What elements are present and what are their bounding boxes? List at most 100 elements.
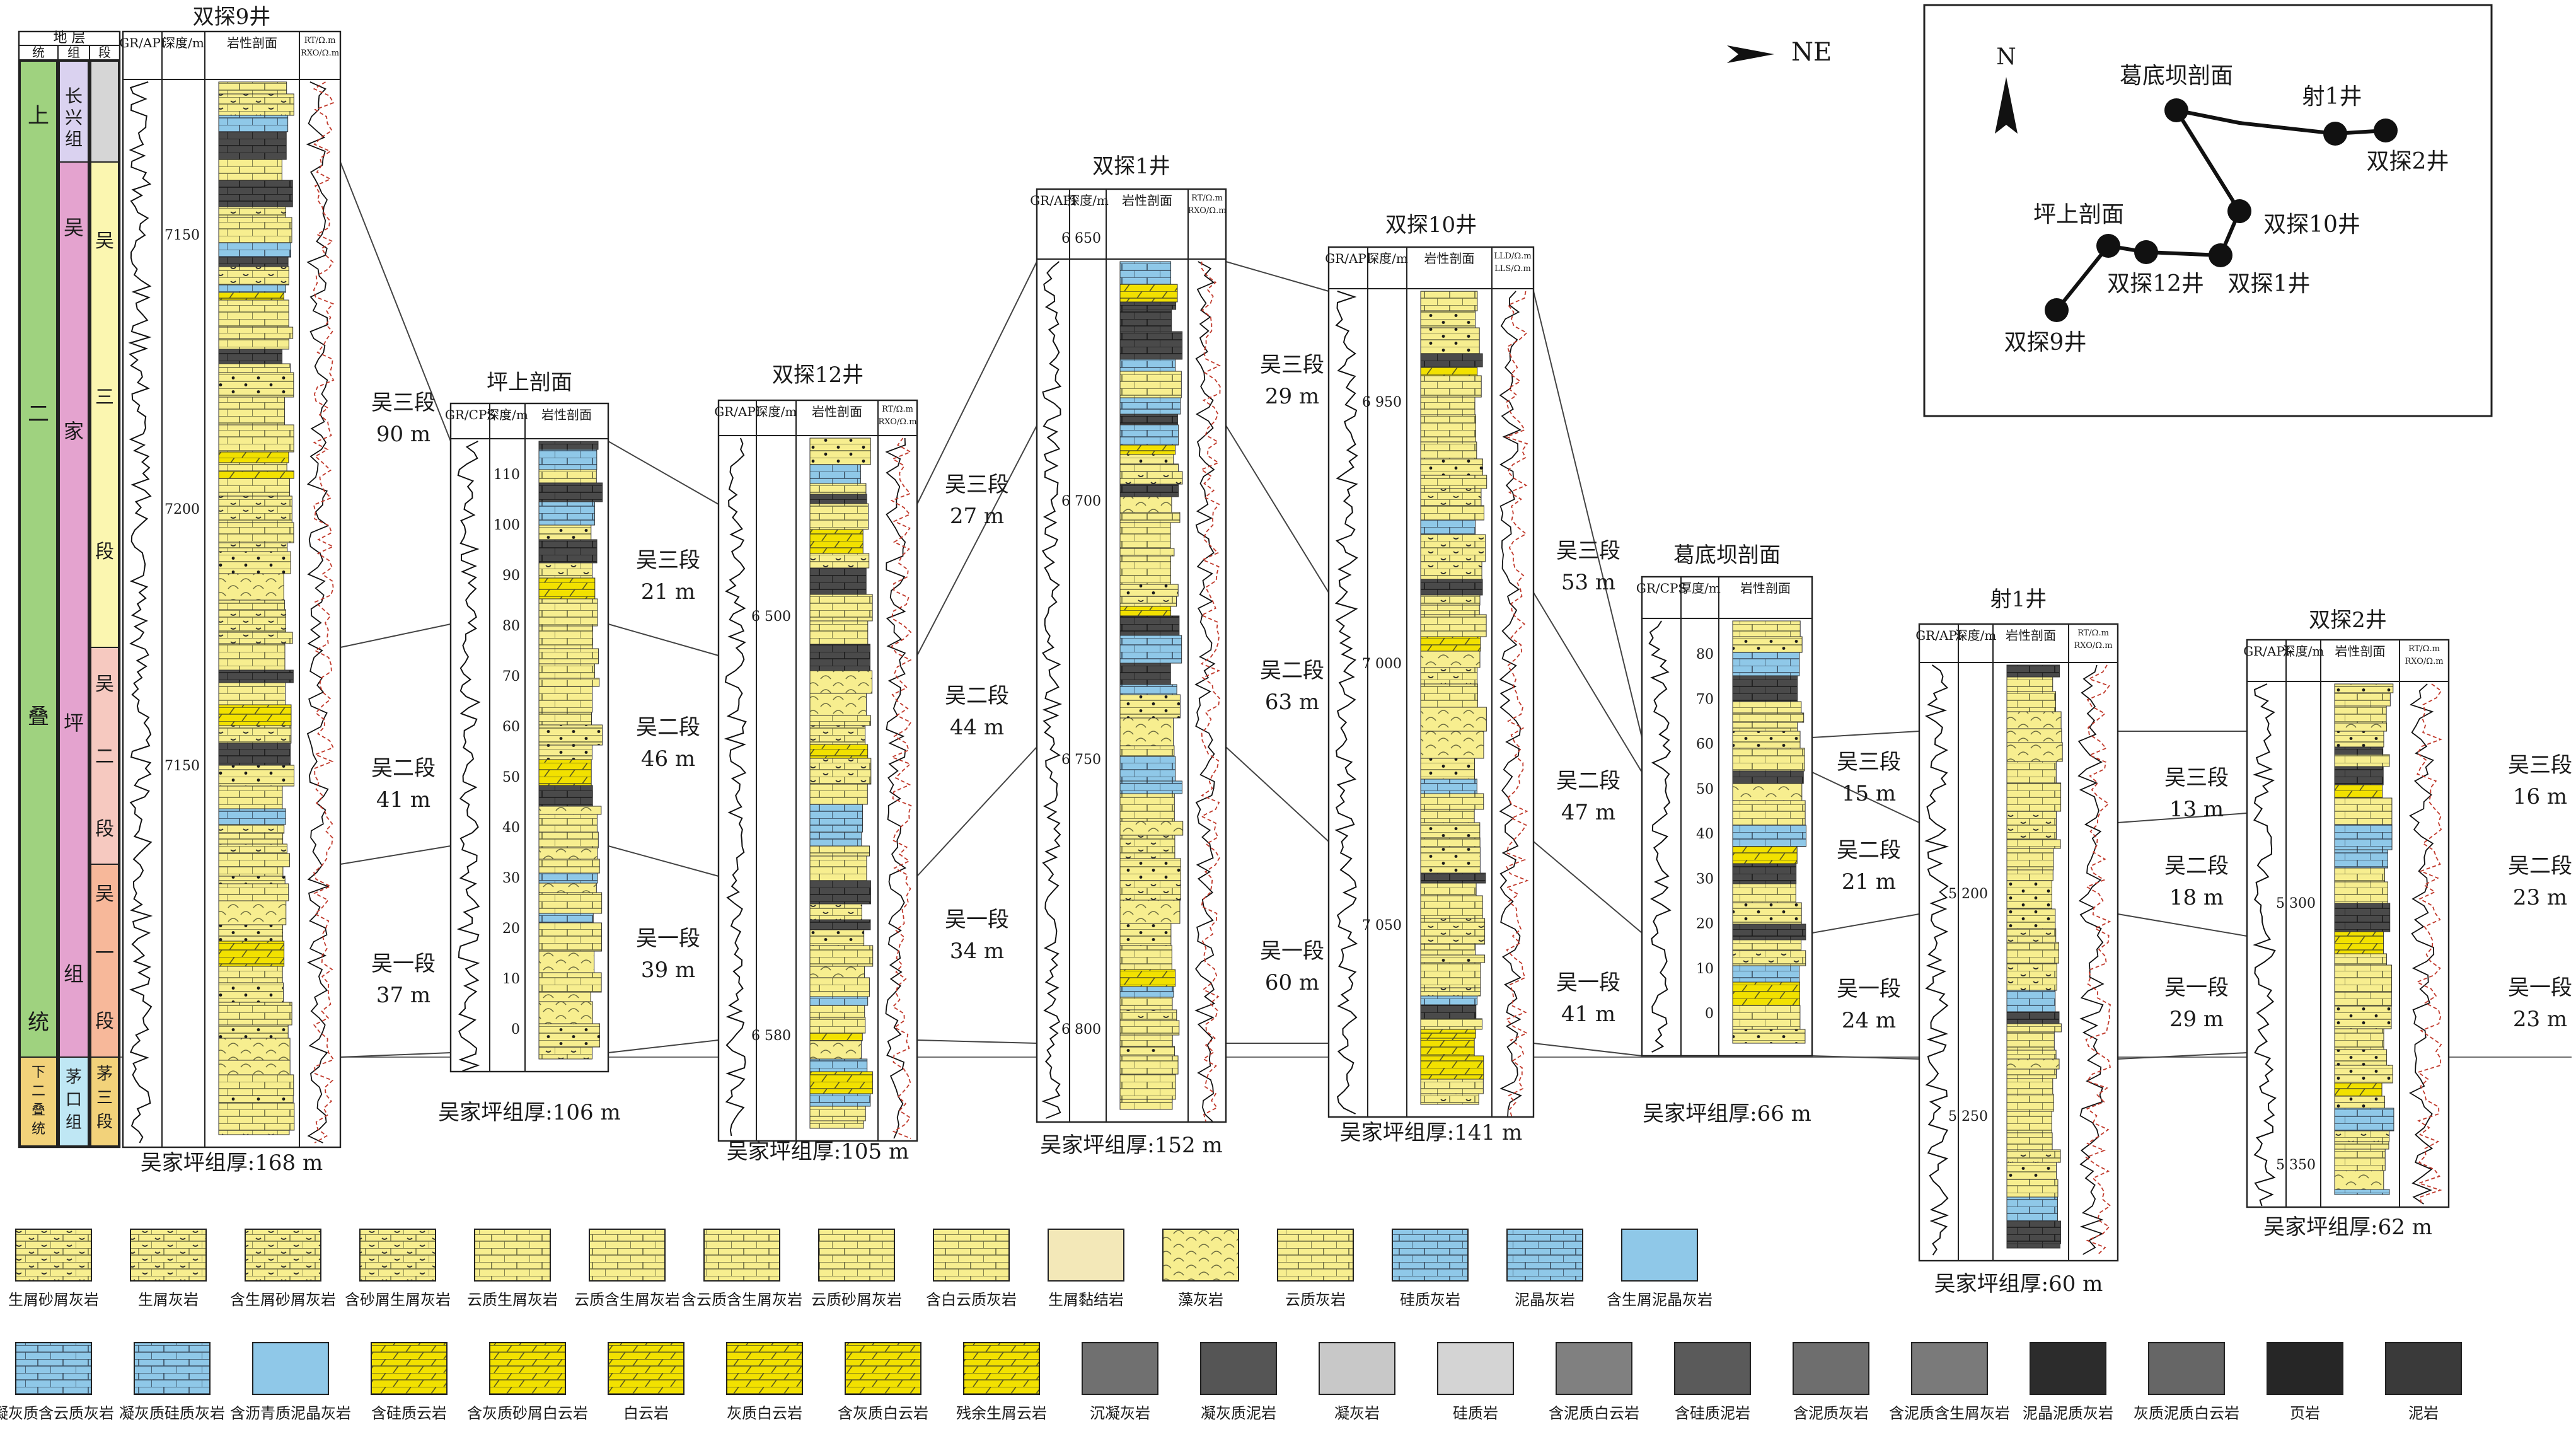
depth-label: 80: [502, 618, 520, 634]
legend-swatch: [845, 1342, 921, 1395]
legend-swatch: [963, 1342, 1040, 1395]
lithology-bed: [1119, 371, 1182, 398]
legend-swatch: [818, 1229, 895, 1282]
legend-swatch: [1319, 1342, 1395, 1395]
lithology-bed: [809, 977, 870, 997]
lithology-bed: [1420, 895, 1483, 919]
lithology-bed: [218, 808, 286, 825]
member-name: 吴一段: [636, 926, 700, 951]
lithology-bed: [2334, 881, 2388, 904]
lithology-bed: [218, 327, 294, 339]
lithology-bed: [809, 1106, 866, 1121]
lithology-bed: [1119, 745, 1175, 757]
member-thickness: 29 m: [1265, 384, 1319, 409]
legend-label: 含硅质泥岩: [1675, 1404, 1750, 1422]
map-label-she1: 射1井: [2302, 84, 2362, 110]
lithology-bed: [1119, 424, 1179, 446]
lithology-bed: [1732, 748, 1805, 772]
header-lithology: 岩性剖面: [541, 407, 592, 422]
lithology-bed: [2006, 782, 2062, 812]
lithology-bed: [2006, 869, 2053, 881]
member2-char-2: 二: [95, 746, 114, 768]
lithology-bed: [1420, 1004, 1477, 1019]
lithology-bed: [809, 784, 868, 805]
wujiaping-cell: [59, 161, 89, 1058]
lithology-bed: [1119, 969, 1176, 987]
member-thickness: 18 m: [2169, 885, 2224, 910]
legend-item: 凝灰质硅质灰岩: [119, 1342, 225, 1422]
member-name: 吴一段: [1260, 939, 1324, 964]
legend-item: 沉凝灰岩: [1082, 1342, 1158, 1422]
legend-item: 含硅质泥岩: [1674, 1342, 1751, 1422]
member-thickness: 44 m: [950, 715, 1004, 740]
lithology-bed: [2006, 848, 2054, 871]
depth-label: 5 200: [1948, 886, 1988, 902]
legend-label: 含泥质含生屑灰岩: [1889, 1404, 2010, 1422]
lithology-bed: [2334, 784, 2383, 799]
member-name: 吴三段: [945, 472, 1009, 497]
legend-label: 沉凝灰岩: [1090, 1404, 1150, 1422]
legend-swatch: [1793, 1342, 1869, 1395]
lithology-bed: [1732, 701, 1802, 714]
member-name: 吴一段: [2164, 975, 2229, 1000]
lithology-bed: [218, 284, 286, 293]
lithology-bed: [2006, 1162, 2057, 1180]
member-thickness: 63 m: [1265, 690, 1319, 715]
lithology-bed: [218, 217, 292, 243]
lithology-bed: [218, 1130, 290, 1135]
lithology-bed: [218, 632, 293, 644]
lithology-bed: [2006, 676, 2053, 692]
lithology-bed: [2334, 797, 2393, 825]
depth-label: 30: [1696, 871, 1714, 887]
legend-swatch: [726, 1342, 803, 1395]
correlation-line: [2117, 913, 2248, 937]
lithology-bed: [2334, 867, 2385, 883]
member-name: 吴三段: [636, 548, 700, 573]
depth-label: 6 750: [1061, 752, 1101, 768]
gr-curve: [456, 441, 481, 1072]
lithology-bed: [1420, 731, 1484, 759]
legend-item: 云质含生屑灰岩: [574, 1229, 680, 1309]
lithology-bed: [809, 845, 870, 857]
depth-label: 100: [494, 518, 520, 533]
lithology-bed: [218, 1038, 291, 1061]
rt-curve: [1194, 261, 1216, 1122]
legend-item: 含砂屑生屑灰岩: [345, 1229, 451, 1309]
map-label-shuangtan1: 双探1井: [2228, 271, 2311, 297]
legend-label: 含沥青质泥晶灰岩: [230, 1404, 351, 1422]
legend-label: 藻灰岩: [1178, 1291, 1223, 1309]
legend-label: 含灰质砂屑白云岩: [467, 1404, 588, 1422]
lithology-bed: [538, 577, 596, 599]
formation-total-thickness: 吴家坪组厚:152 m: [1040, 1133, 1222, 1158]
depth-label: 6 650: [1061, 231, 1101, 246]
legend-swatch: [1200, 1342, 1277, 1395]
lithology-bed: [538, 663, 595, 679]
member2-char-3: 段: [95, 818, 114, 840]
lithology-bed: [1420, 605, 1480, 615]
lithology-bed: [1119, 584, 1179, 597]
lithology-bed: [2006, 1220, 2062, 1244]
header-lithology: 岩性剖面: [227, 35, 277, 50]
header-lithology: 岩性剖面: [1122, 193, 1172, 208]
member3-char-1: 吴: [95, 230, 114, 252]
header-resistivity: RT/Ω.m: [2077, 628, 2109, 638]
member-thickness: 13 m: [2169, 797, 2224, 822]
changxing-char-1: 长: [65, 86, 83, 107]
depth-label: 50: [1696, 782, 1714, 797]
lithology-bed: [1732, 825, 1806, 847]
legend-swatch: [252, 1342, 329, 1395]
header-resistivity: RT/Ω.m: [1191, 194, 1223, 203]
map-point-shuangtan1: [2209, 243, 2232, 267]
legend-item: 生屑灰岩: [130, 1229, 207, 1309]
lithology-bed: [2334, 849, 2388, 869]
correlation-line: [916, 1039, 1037, 1044]
lithology-bed: [1420, 837, 1481, 848]
correlation-line: [340, 1052, 451, 1058]
lithology-bed: [1420, 987, 1481, 997]
lithology-bed: [1420, 366, 1478, 376]
lithology-bed: [538, 759, 592, 786]
legend-swatch: [1392, 1229, 1469, 1282]
map-point-shuangtan9: [2045, 298, 2069, 322]
legend-item: 泥晶泥质灰岩: [2023, 1342, 2113, 1422]
member-name: 吴三段: [1837, 749, 1901, 775]
